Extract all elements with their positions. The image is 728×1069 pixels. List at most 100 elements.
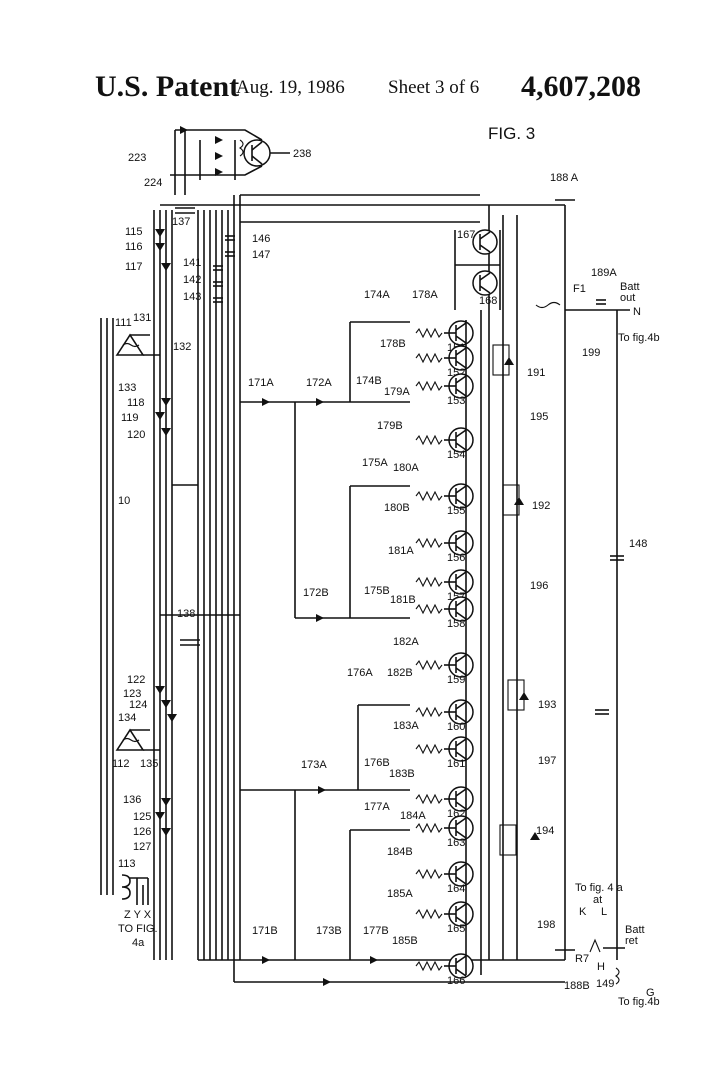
label-178b: 178B xyxy=(380,338,406,350)
label-223: 223 xyxy=(128,152,147,164)
relay-contacts xyxy=(175,199,575,951)
label-172a: 172A xyxy=(306,377,332,389)
label-224: 224 xyxy=(144,177,163,189)
label-179b: 179B xyxy=(377,420,403,432)
label-at: at xyxy=(593,894,603,906)
label-battout1: Batt xyxy=(620,281,640,293)
label-183a: 183A xyxy=(393,720,419,732)
label-zyx: Z Y X xyxy=(124,909,152,921)
label-123: 123 xyxy=(123,688,142,700)
label-135: 135 xyxy=(140,758,159,770)
label-127: 127 xyxy=(133,841,152,853)
label-181b: 181B xyxy=(390,594,416,606)
header-date: Aug. 19, 1986 xyxy=(236,77,345,98)
label-tofig4b1: To fig.4b xyxy=(618,332,660,344)
transistor-label-161: 161 xyxy=(447,758,465,770)
label-133: 133 xyxy=(118,382,137,394)
transistor-label-159: 159 xyxy=(447,674,465,686)
header-sheet: Sheet 3 of 6 xyxy=(388,77,480,98)
label-192: 192 xyxy=(532,500,551,512)
transistor-156: 156 xyxy=(415,530,474,564)
label-112: 112 xyxy=(112,758,130,770)
label-174a: 174A xyxy=(364,289,390,301)
label-119: 119 xyxy=(121,412,139,424)
transistor-label-163: 163 xyxy=(447,837,465,849)
label-116: 116 xyxy=(125,241,143,253)
label-111: 111 xyxy=(115,317,132,329)
label-138: 138 xyxy=(177,608,196,620)
label-126: 126 xyxy=(133,826,152,838)
label-146: 146 xyxy=(252,233,271,245)
label-180a: 180A xyxy=(393,462,419,474)
label-188b: 188B xyxy=(564,980,590,992)
label-120: 120 xyxy=(127,429,146,441)
transistor-label-155: 155 xyxy=(447,505,465,517)
label-195: 195 xyxy=(530,411,549,423)
transistor-155: 155 xyxy=(415,483,474,517)
label-172b: 172B xyxy=(303,587,329,599)
transistor-160: 160 xyxy=(415,699,474,733)
transistor-165: 165 xyxy=(415,901,474,935)
label-199: 199 xyxy=(582,347,601,359)
label-168: 168 xyxy=(479,295,498,307)
label-198: 198 xyxy=(537,919,556,931)
transistor-153: 153 xyxy=(415,373,474,407)
right-components xyxy=(492,301,625,985)
label-battout2: out xyxy=(620,292,636,304)
label-131: 131 xyxy=(133,312,152,324)
transistor-166: 166 xyxy=(415,953,474,987)
label-tofig: TO FIG. xyxy=(118,923,158,935)
label-115: 115 xyxy=(125,226,143,238)
label-125: 125 xyxy=(133,811,152,823)
label-193: 193 xyxy=(538,699,557,711)
transistor-159: 159 xyxy=(415,652,474,686)
label-197: 197 xyxy=(538,755,557,767)
label-238: 238 xyxy=(293,148,312,160)
transistor-label-165: 165 xyxy=(447,923,465,935)
label-113: 113 xyxy=(118,858,136,870)
label-134: 134 xyxy=(118,712,137,724)
transistor-168 xyxy=(472,270,498,296)
label-h: H xyxy=(597,961,605,973)
transistor-238 xyxy=(170,126,290,195)
label-171a: 171A xyxy=(248,377,274,389)
coil-113 xyxy=(121,874,149,905)
label-143: 143 xyxy=(183,291,202,303)
transistor-163: 163 xyxy=(415,815,474,849)
label-182a: 182A xyxy=(393,636,419,648)
label-175a: 175A xyxy=(362,457,388,469)
label-167: 167 xyxy=(457,229,476,241)
label-122: 122 xyxy=(127,674,146,686)
label-147: 147 xyxy=(252,249,271,261)
transistor-154: 154 xyxy=(415,427,474,461)
transistor-151: 151 xyxy=(415,320,474,354)
transistor-161: 161 xyxy=(415,736,474,770)
label-181a: 181A xyxy=(388,545,414,557)
label-battret2: ret xyxy=(625,935,638,947)
transistor-label-156: 156 xyxy=(447,552,465,564)
label-142: 142 xyxy=(183,274,202,286)
transistor-167 xyxy=(472,229,498,255)
label-10: 10 xyxy=(118,495,131,507)
label-136: 136 xyxy=(123,794,142,806)
label-189a: 189A xyxy=(591,267,617,279)
transistor-label-153: 153 xyxy=(447,395,465,407)
label-194: 194 xyxy=(536,825,555,837)
label-191: 191 xyxy=(527,367,546,379)
transistor-label-160: 160 xyxy=(447,721,465,733)
transistor-label-166: 166 xyxy=(447,975,465,987)
label-137: 137 xyxy=(172,216,191,228)
label-182b: 182B xyxy=(387,667,413,679)
transistor-164: 164 xyxy=(415,861,474,895)
label-149: 149 xyxy=(596,978,615,990)
label-g: G xyxy=(646,987,655,999)
left-diodes xyxy=(155,229,177,836)
drive-lines xyxy=(240,321,410,986)
label-184b: 184B xyxy=(387,846,413,858)
label-k: K xyxy=(579,906,587,918)
label-n: N xyxy=(633,306,641,318)
label-173b: 173B xyxy=(316,925,342,937)
label-180b: 180B xyxy=(384,502,410,514)
label-179a: 179A xyxy=(384,386,410,398)
